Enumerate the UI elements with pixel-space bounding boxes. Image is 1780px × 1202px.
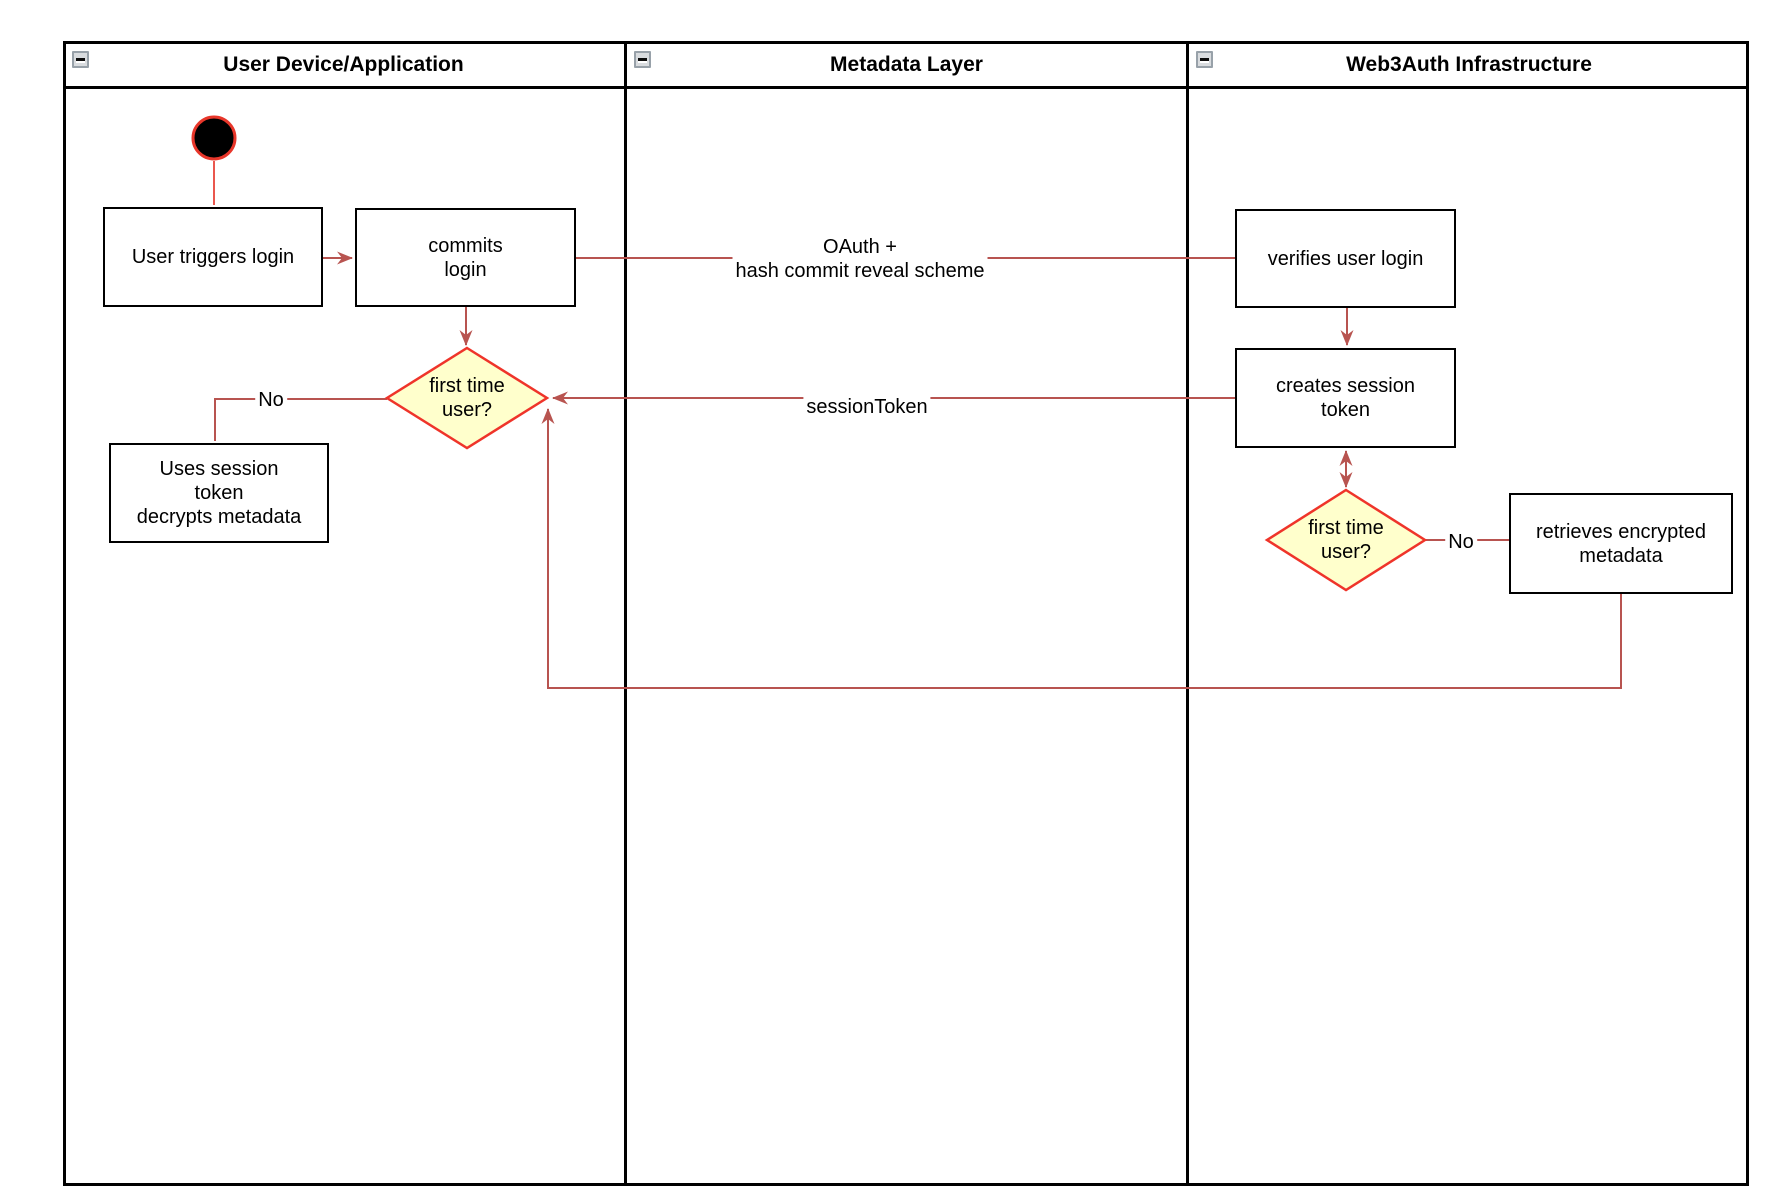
uses-session-token-node: Uses session token decrypts metadata xyxy=(109,443,329,543)
creates-session-token-node: creates session token xyxy=(1235,348,1456,448)
decision-diamond-first-time-user-right xyxy=(1264,488,1428,592)
verifies-user-login-node: verifies user login xyxy=(1235,209,1456,308)
diagram-frame xyxy=(63,41,1749,1186)
lane-header-underline xyxy=(63,86,1749,89)
decision-label-first-time-user-right: first time user? xyxy=(1308,517,1384,563)
lane-collapse-button-web3auth[interactable] xyxy=(1196,51,1213,68)
minus-icon xyxy=(638,58,647,61)
lane-separator-2 xyxy=(1186,41,1189,1186)
decision-diamond-first-time-user-left xyxy=(384,346,550,450)
user-triggers-login-node: User triggers login xyxy=(103,207,323,307)
minus-icon xyxy=(1200,58,1209,61)
edge-retrieves-feedback-to-decision-left xyxy=(541,408,1622,689)
lane-title-web3auth: Web3Auth Infrastructure xyxy=(1346,52,1592,76)
decision-label-first-time-user-left: first time user? xyxy=(429,375,505,421)
edge-label-sessiontoken: sessionToken xyxy=(803,395,931,419)
edge-label-no-left: No xyxy=(255,388,287,412)
edge-label-no-right: No xyxy=(1445,530,1477,554)
commits-login-node: commits login xyxy=(355,208,576,307)
minus-icon xyxy=(76,58,85,61)
start-node xyxy=(191,115,237,161)
lane-collapse-button-user-device[interactable] xyxy=(72,51,89,68)
lane-separator-1 xyxy=(624,41,627,1186)
edge-decision-left-no-to-uses-session xyxy=(214,398,387,441)
lane-collapse-button-metadata-layer[interactable] xyxy=(634,51,651,68)
retrieves-encrypted-metadata-node: retrieves encrypted metadata xyxy=(1509,493,1733,594)
lane-title-metadata-layer: Metadata Layer xyxy=(830,52,983,76)
edge-label-oauth: OAuth + hash commit reveal scheme xyxy=(732,235,988,283)
lane-title-user-device: User Device/Application xyxy=(223,52,464,76)
